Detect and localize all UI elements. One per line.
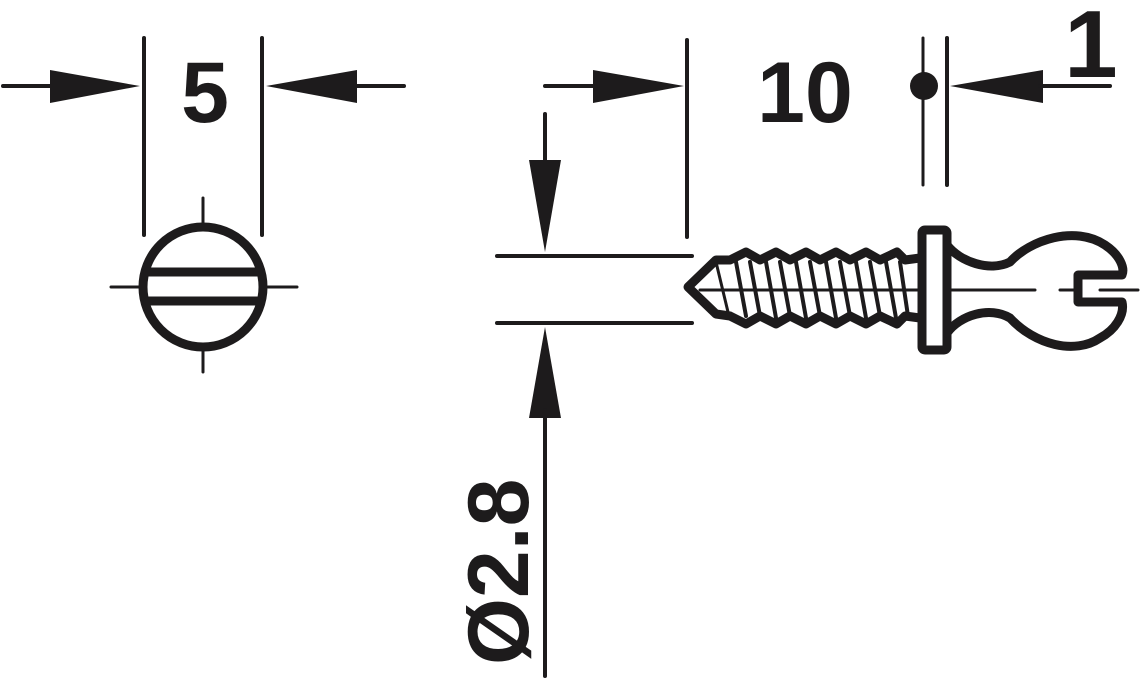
dimension-label-head-width: 5 <box>181 45 229 141</box>
arrow-down-icon <box>529 160 561 252</box>
dimension-dot-icon <box>910 72 938 100</box>
arrow-left-icon <box>950 70 1043 103</box>
dimension-label-thread-diameter: Ø2.8 <box>451 479 547 665</box>
dimension-label-shank-length: 10 <box>757 45 853 141</box>
collar <box>917 225 952 355</box>
end-view: 5 <box>1 36 406 374</box>
arrow-right-icon <box>593 70 684 103</box>
tip-line <box>714 260 730 314</box>
arrow-left-icon <box>266 70 357 103</box>
arrow-up-icon <box>529 327 561 418</box>
dimension-label-collar-thickness: 1 <box>1064 0 1117 98</box>
screw-head-circle <box>138 222 268 352</box>
screw-side-view <box>683 225 1140 355</box>
arrow-right-icon <box>50 70 140 103</box>
side-view-dimensions: 10 1 Ø2.8 <box>451 0 1118 678</box>
